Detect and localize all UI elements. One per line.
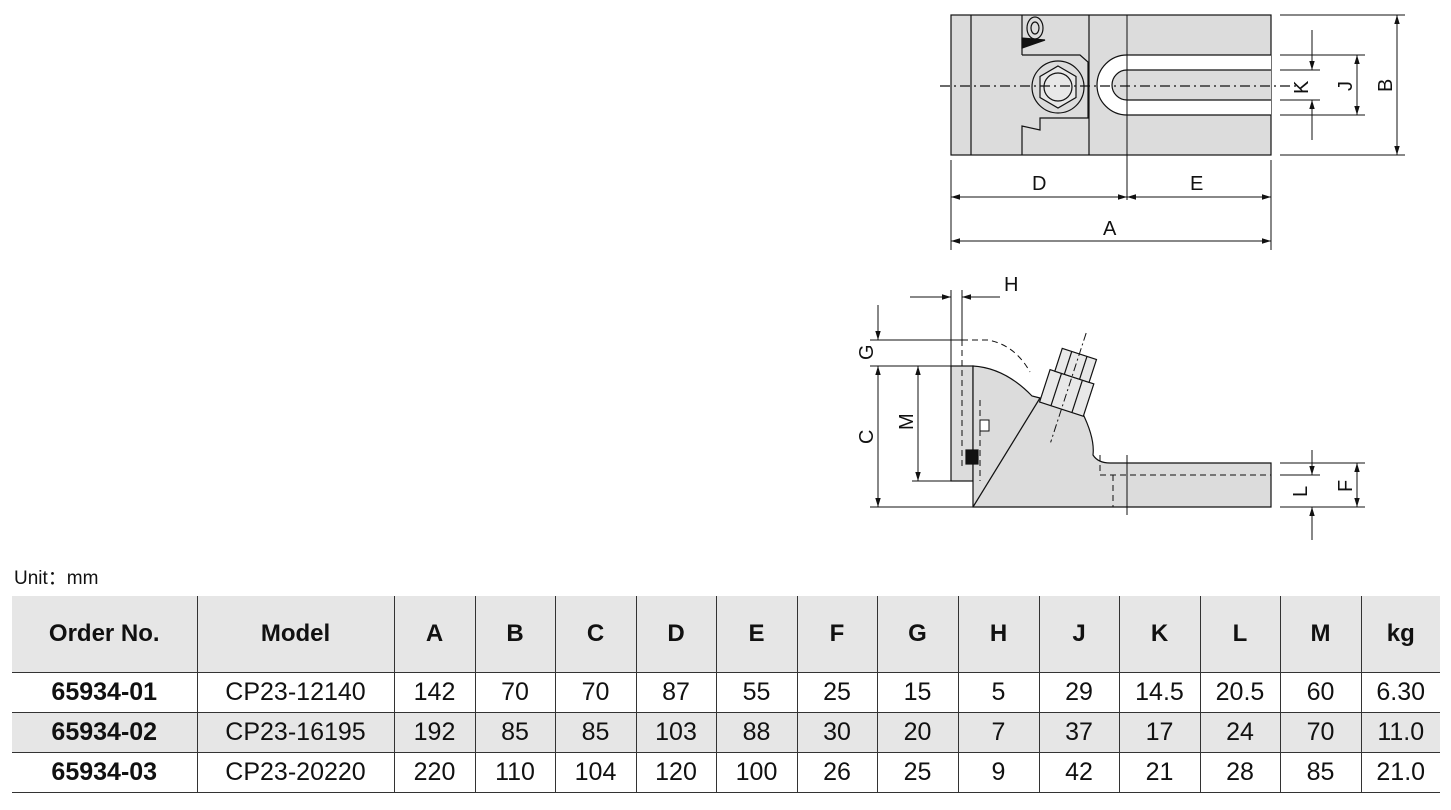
- cell-d: 120: [635, 752, 716, 793]
- cell-l: 28: [1199, 752, 1280, 793]
- cell-k: 21: [1118, 752, 1200, 793]
- cell-order-no: 65934-02: [12, 712, 197, 753]
- cell-c: 104: [554, 752, 636, 793]
- cell-order-no: 65934-03: [12, 752, 197, 793]
- cell-j: 42: [1038, 752, 1119, 793]
- cell-model: CP23-16195: [196, 712, 394, 753]
- top-view: [940, 14, 1405, 250]
- table-row: 65934-03 CP23-20220 220 110 104 120 100 …: [12, 752, 1440, 793]
- dim-label-l: L: [1290, 486, 1312, 497]
- dim-label-b: B: [1375, 79, 1397, 92]
- cell-f: 30: [796, 712, 877, 753]
- cell-f: 26: [796, 752, 877, 793]
- dim-label-j: J: [1335, 81, 1357, 91]
- header-d: D: [635, 596, 716, 673]
- cell-order-no: 65934-01: [12, 672, 197, 713]
- header-model: Model: [196, 596, 394, 673]
- cell-e: 55: [715, 672, 797, 713]
- specification-table: Order No. Model A B C D E F G H J K L M …: [12, 596, 1440, 793]
- cell-h: 9: [957, 752, 1039, 793]
- cell-g: 25: [876, 752, 958, 793]
- table-row: 65934-01 CP23-12140 142 70 70 87 55 25 1…: [12, 672, 1440, 713]
- side-view: [870, 290, 1365, 540]
- dim-label-k: K: [1291, 80, 1313, 94]
- cell-j: 37: [1038, 712, 1119, 753]
- dim-label-d: D: [1032, 173, 1046, 195]
- cell-g: 20: [876, 712, 958, 753]
- dim-label-c: C: [856, 430, 878, 444]
- cell-b: 110: [474, 752, 555, 793]
- cell-a: 192: [393, 712, 475, 753]
- cell-kg: 11.0: [1360, 712, 1440, 753]
- cell-c: 70: [554, 672, 636, 713]
- dim-label-h: H: [1004, 274, 1018, 296]
- cell-k: 17: [1118, 712, 1200, 753]
- dim-label-g: G: [856, 344, 878, 360]
- cell-kg: 6.30: [1360, 672, 1440, 713]
- header-g: G: [876, 596, 958, 673]
- cell-k: 14.5: [1118, 672, 1200, 713]
- header-c: C: [554, 596, 636, 673]
- dim-label-m: M: [896, 413, 918, 430]
- cell-b: 85: [474, 712, 555, 753]
- cell-b: 70: [474, 672, 555, 713]
- unit-label: Unit：mm: [14, 568, 99, 589]
- cell-model: CP23-12140: [196, 672, 394, 713]
- cell-e: 88: [715, 712, 797, 753]
- cell-h: 5: [957, 672, 1039, 713]
- cell-a: 142: [393, 672, 475, 713]
- cell-d: 87: [635, 672, 716, 713]
- cell-kg: 21.0: [1360, 752, 1440, 793]
- header-order-no: Order No.: [12, 596, 197, 673]
- header-e: E: [715, 596, 797, 673]
- header-j: J: [1038, 596, 1119, 673]
- cell-m: 60: [1279, 672, 1361, 713]
- technical-drawing: D E A K J B: [856, 14, 1405, 540]
- header-k: K: [1118, 596, 1200, 673]
- cell-d: 103: [635, 712, 716, 753]
- header-kg: kg: [1360, 596, 1440, 673]
- cell-g: 15: [876, 672, 958, 713]
- header-h: H: [957, 596, 1039, 673]
- cell-l: 24: [1199, 712, 1280, 753]
- cell-j: 29: [1038, 672, 1119, 713]
- dim-label-e: E: [1190, 173, 1203, 195]
- dim-label-a: A: [1103, 218, 1117, 240]
- cell-m: 85: [1279, 752, 1361, 793]
- dim-label-f: F: [1335, 480, 1357, 492]
- cell-m: 70: [1279, 712, 1361, 753]
- cell-a: 220: [393, 752, 475, 793]
- cell-c: 85: [554, 712, 636, 753]
- header-a: A: [393, 596, 475, 673]
- cell-h: 7: [957, 712, 1039, 753]
- table-header-row: Order No. Model A B C D E F G H J K L M …: [12, 596, 1440, 673]
- header-m: M: [1279, 596, 1361, 673]
- cell-f: 25: [796, 672, 877, 713]
- header-b: B: [474, 596, 555, 673]
- header-l: L: [1199, 596, 1280, 673]
- cell-e: 100: [715, 752, 797, 793]
- table-row: 65934-02 CP23-16195 192 85 85 103 88 30 …: [12, 712, 1440, 753]
- cell-l: 20.5: [1199, 672, 1280, 713]
- header-f: F: [796, 596, 877, 673]
- cell-model: CP23-20220: [196, 752, 394, 793]
